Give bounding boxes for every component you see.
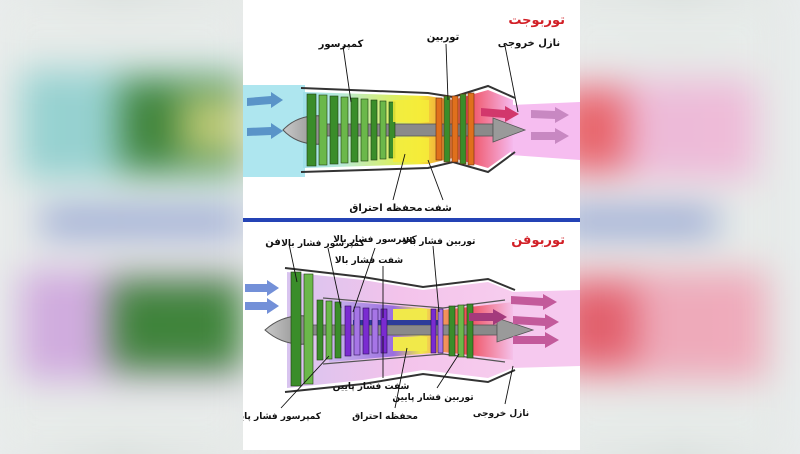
turbofan-label-hp-compressor: کمپرسور فشار بالا xyxy=(281,239,365,249)
turbofan-label-hp-compressor-2: کمپرسور فشار بالا xyxy=(333,235,417,245)
turbofan-label-lp-turbine: توربین فشار پایین xyxy=(392,393,473,403)
turbofan-outflow-arrows xyxy=(469,294,559,348)
turbofan-lp-compressor-blades xyxy=(316,299,342,361)
turbofan-label-combustion: محفظه احتراق xyxy=(352,412,418,422)
turbojet-title: توربوجت xyxy=(508,13,565,28)
turbofan-title: توربوفن xyxy=(511,233,565,248)
turbojet-diagram: توربوجت xyxy=(243,13,580,214)
turbofan-core-casing-top xyxy=(322,297,506,309)
turbojet-label-nozzle: نازل خروجی xyxy=(498,38,560,49)
turbojet-combustor-bottom xyxy=(393,138,429,162)
turbojet-turbine-blades xyxy=(435,92,475,166)
turbofan-hp-compressor-blades xyxy=(344,305,388,357)
blurred-background-right xyxy=(557,0,800,450)
section-divider xyxy=(243,218,580,222)
turbojet-label-combustion: محفظه احتراق xyxy=(349,203,422,214)
turbofan-hp-turbine-blades xyxy=(430,308,444,354)
turbofan-label-fan: فن xyxy=(265,237,281,248)
turbofan-inflow-arrows xyxy=(245,280,279,314)
turbojet-leader-lines xyxy=(342,43,519,201)
turbofan-combustor-top xyxy=(393,309,427,320)
turbofan-casing-bottom xyxy=(284,369,516,393)
turbofan-label-lp-shaft: شفت فشار پایین xyxy=(333,382,410,392)
turbojet-label-compressor: کمپرسور xyxy=(318,39,364,50)
turbojet-combustor-top xyxy=(393,100,429,122)
turbofan-fan-blades xyxy=(290,271,314,387)
turbofan-label-hp-turbine: توربین فشار بالا xyxy=(403,237,476,247)
turbojet-label-shaft: شفت xyxy=(424,203,452,214)
turbojet-outflow-arrows xyxy=(481,106,569,144)
turbofan-label-hp-shaft: شفت فشار بالا xyxy=(335,256,403,266)
turbojet-label-turbine: توربین xyxy=(427,32,460,43)
turbofan-label-nozzle: نازل خروجی xyxy=(473,409,529,419)
engine-diagram: توربوجت xyxy=(229,13,580,422)
turbofan-label-lp-compressor: کمپرسور فشار پایین xyxy=(243,412,322,422)
turbofan-combustor-bottom xyxy=(393,337,427,351)
turbofan-hp-shaft xyxy=(353,320,443,325)
turbofan-leader-lines xyxy=(280,243,514,409)
turbojet-compressor-blades xyxy=(306,93,396,167)
turbojet-inflow-arrows xyxy=(247,92,283,139)
blurred-background-left xyxy=(0,0,243,450)
turbojet-shaft xyxy=(322,123,494,137)
turbofan-diagram: توربوفن xyxy=(229,233,580,422)
turbofan-casing-top xyxy=(284,267,516,291)
turbofan-core-casing-bottom xyxy=(322,353,506,365)
turbofan-lp-turbine-blades xyxy=(448,303,474,359)
engine-diagram-panel: توربوجت xyxy=(229,0,580,450)
turbojet-tail-cone xyxy=(492,117,527,143)
